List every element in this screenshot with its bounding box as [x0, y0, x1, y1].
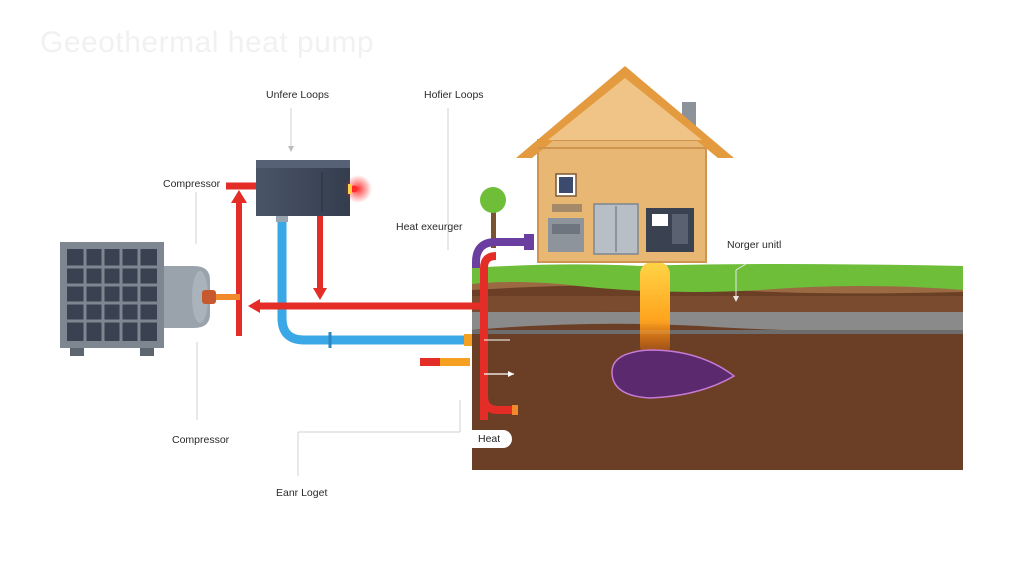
kitchen-counter — [548, 218, 584, 252]
label-upper-loops: Unfere Loops — [266, 89, 330, 101]
label-heat: Heat — [470, 430, 513, 448]
underground-heat-reservoir — [611, 349, 736, 399]
ground-supply-pipe — [480, 252, 497, 420]
outdoor-unit-grid — [67, 249, 157, 341]
compressor-top — [256, 160, 350, 168]
rock-layer — [472, 312, 963, 332]
label-compressor-top: Compressor — [163, 178, 221, 190]
cold-return-pipe — [277, 218, 472, 345]
outdoor-unit-grille — [67, 249, 157, 341]
label-compressor-bottom: Compressor — [172, 434, 230, 446]
house-feed-pipe — [472, 238, 524, 268]
heat-plume — [640, 262, 670, 358]
indoor-unit-screen — [652, 214, 668, 226]
outdoor-unit-foot-right — [140, 348, 154, 356]
rock-layer-edge — [472, 330, 963, 334]
tree — [480, 187, 506, 248]
ground-cross-section — [472, 264, 963, 470]
label-hotter-loops: Hofier Loops — [424, 89, 484, 101]
house — [516, 66, 734, 263]
grass-layer — [472, 264, 963, 292]
outdoor-unit — [60, 242, 240, 356]
shelf — [552, 204, 582, 212]
leader-lines — [195, 108, 747, 476]
compressor-unit — [256, 160, 372, 216]
motor-shaft — [202, 290, 216, 304]
compressor-box — [256, 160, 350, 216]
attic — [548, 78, 702, 140]
tree-canopy — [480, 187, 506, 213]
flow-arrow-head — [508, 371, 514, 377]
house-roof — [516, 66, 734, 158]
wall-picture-art — [559, 177, 573, 193]
counter-drawer — [552, 224, 580, 234]
label-heat-exchanger: Heat exeurger — [396, 221, 463, 233]
label-norger-unit: Norger unitl — [727, 239, 782, 251]
compressor-indicator-light — [350, 185, 358, 193]
ground-return-bend — [480, 395, 514, 414]
outdoor-unit-foot-left — [70, 348, 84, 356]
pipe-end-cap — [512, 405, 518, 415]
house-pipe-connector — [524, 234, 534, 250]
compressor-port — [348, 184, 352, 194]
tree-trunk — [491, 210, 496, 248]
compressor-warning-glow — [344, 175, 372, 203]
label-earth-loop: Eanr Loget — [276, 487, 328, 499]
diagram-title: Geeothermal heat pump — [40, 26, 375, 59]
indoor-unit-panel — [672, 214, 688, 244]
compressor-riser-arrow — [231, 190, 247, 203]
hot-supply-arrow — [248, 299, 260, 313]
cold-pipe-end — [464, 334, 472, 346]
cold-pipe-coupler — [276, 214, 288, 222]
unit-down-arrow — [313, 288, 327, 300]
motor-housing-face — [192, 271, 208, 323]
